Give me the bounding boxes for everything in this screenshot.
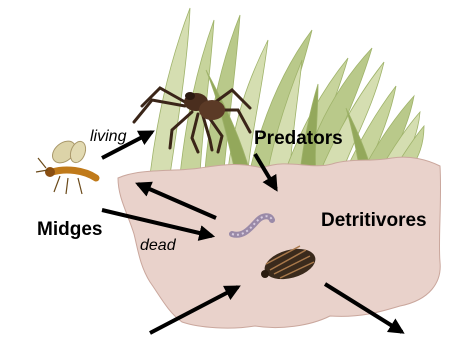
detritivores-label: Detritivores — [321, 210, 427, 232]
dead-label: dead — [140, 237, 176, 255]
midge-icon — [36, 137, 96, 194]
midges-label: Midges — [37, 219, 102, 241]
living-label: living — [90, 128, 126, 146]
predators-label: Predators — [254, 128, 343, 150]
